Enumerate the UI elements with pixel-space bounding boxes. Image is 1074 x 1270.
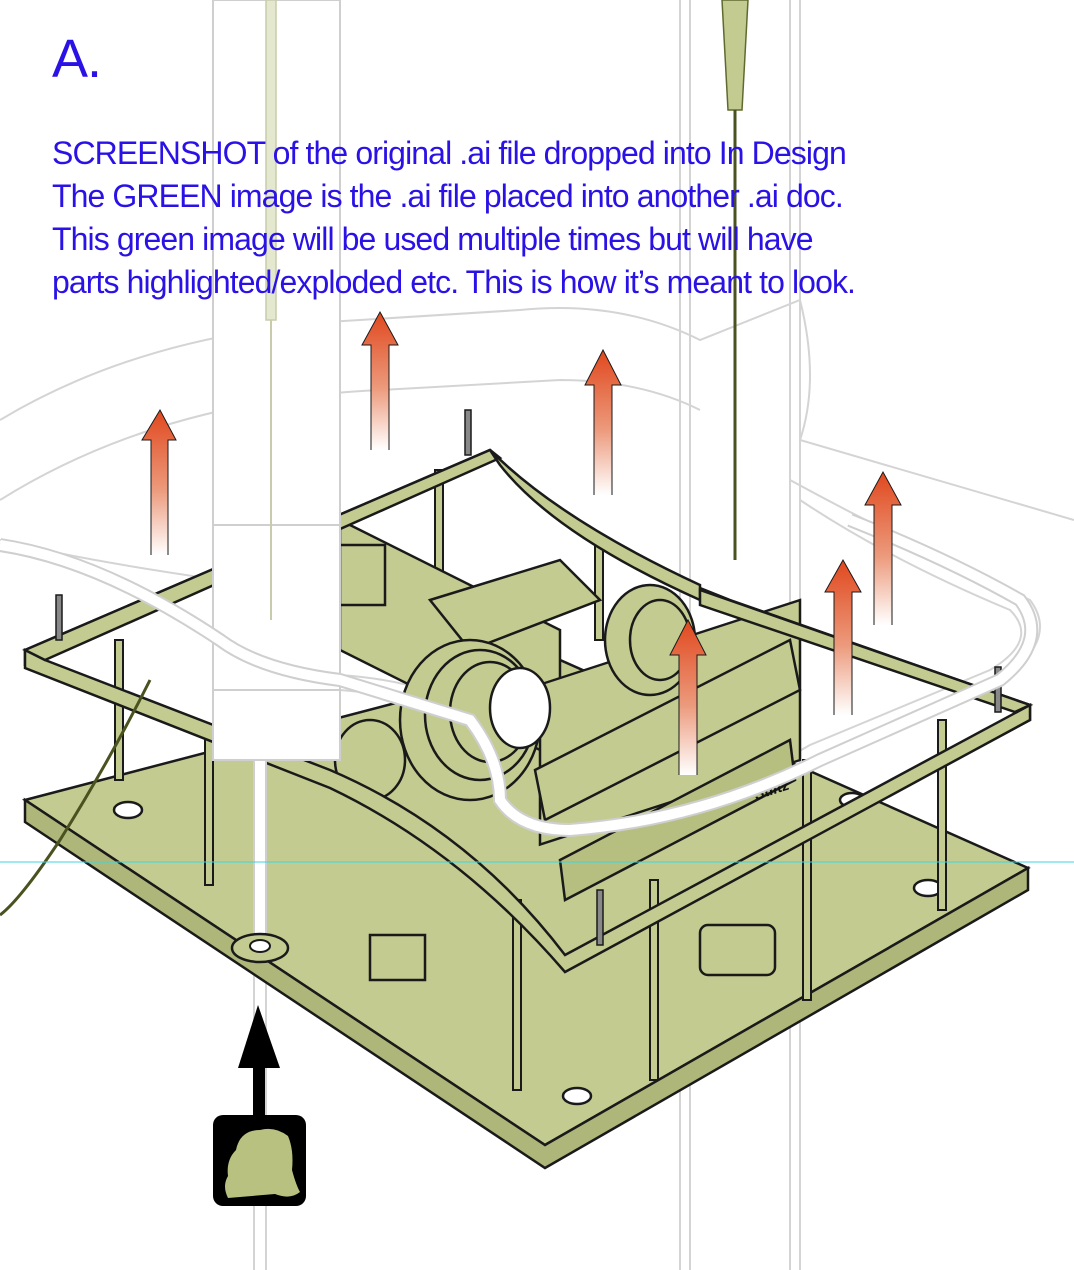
exploded-up-arrow-icon [824,558,862,715]
note-line: SCREENSHOT of the original .ai file drop… [52,135,847,171]
lift-unit-icon [213,1115,306,1206]
motor-assembly [333,517,802,982]
frame-posts [114,469,947,1091]
hoist-strap [265,0,749,620]
exploded-up-arrow-icon [584,348,622,495]
lift-up-arrow-icon [238,1005,280,1120]
note-line: This green image will be used multiple t… [52,221,814,257]
annotation-note: SCREENSHOT of the original .ai file drop… [52,132,856,304]
exploded-arrows [141,310,902,775]
exploded-up-arrow-icon [669,618,707,775]
exploded-up-arrow-icon [864,470,902,625]
power-cable [0,679,152,917]
exploded-up-arrow-icon [361,310,399,450]
note-line: parts highlighted/exploded etc. This is … [52,264,856,300]
column-foot-hole [249,939,271,953]
seat-rail-fill [0,515,1037,836]
note-line: The GREEN image is the .ai file placed i… [52,178,844,214]
exploded-up-arrow-icon [141,408,177,555]
figure-label: A. [52,29,102,89]
